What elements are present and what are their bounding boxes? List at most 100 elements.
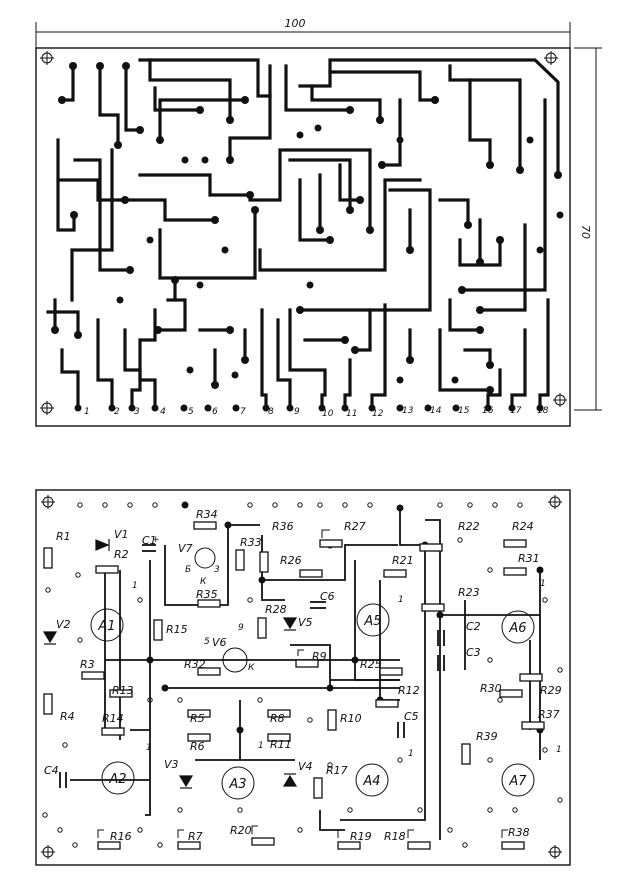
label-v7: V7 <box>178 542 193 555</box>
label-r2: R2 <box>114 548 129 561</box>
label-r38: R38 <box>508 826 530 839</box>
label-r32: R32 <box>184 658 206 671</box>
label-r25: R25 <box>360 658 382 671</box>
ic-a7-body <box>501 763 535 797</box>
ic-a2-body <box>101 761 135 795</box>
label-c2: C2 <box>466 620 481 633</box>
ic-label-a3: A3 <box>228 777 246 792</box>
label-r4: R4 <box>60 710 75 723</box>
label-c4: C4 <box>44 764 59 777</box>
label-r37: R37 <box>538 708 560 721</box>
label-r14: R14 <box>102 712 124 725</box>
label-v3: V3 <box>164 758 179 771</box>
pin-label: 16 <box>482 406 494 416</box>
transistor-labels: V6 V7 <box>178 542 227 649</box>
label-r9: R9 <box>312 650 327 663</box>
trimmer-brackets <box>97 529 508 838</box>
pin-label: 8 <box>268 407 274 417</box>
mark-9: 9 <box>238 623 244 633</box>
resistor-labels: R1 R2 R3 R4 R5 R6 R7 R8 R9 R10 R11 R12 R… <box>56 508 562 843</box>
mounting-hole-tr <box>548 495 562 509</box>
label-r39: R39 <box>476 730 498 743</box>
label-r36: R36 <box>272 520 294 533</box>
label-v5: V5 <box>298 616 313 629</box>
diode-labels: V1 V2 V3 V4 V5 <box>56 528 313 773</box>
label-r16: R16 <box>110 830 132 843</box>
mounting-hole-bl <box>40 401 54 415</box>
width-dimension-label: 100 <box>285 17 306 30</box>
pin-label: 6 <box>212 407 218 417</box>
mounting-hole-br <box>553 393 567 407</box>
pin-label: 3 <box>134 407 140 417</box>
label-r12: R12 <box>398 684 420 697</box>
ic-a1-body <box>90 608 124 642</box>
junction-dots <box>146 501 544 734</box>
label-v6: V6 <box>212 636 227 649</box>
label-c5: C5 <box>404 710 419 723</box>
pin-label: 2 <box>114 407 120 417</box>
label-r35: R35 <box>196 588 218 601</box>
label-r13: R13 <box>112 684 134 697</box>
ic-a4-body <box>355 763 389 797</box>
label-r6: R6 <box>190 740 205 753</box>
mounting-hole-br <box>548 845 562 859</box>
pin-label: 13 <box>402 406 414 416</box>
label-r21: R21 <box>392 554 414 567</box>
label-r27: R27 <box>344 520 366 533</box>
board-outline <box>35 47 571 427</box>
pin-label: 15 <box>458 406 470 416</box>
pin-label: 9 <box>294 407 300 417</box>
mark-1: 1 <box>146 743 152 753</box>
mark-plus: + <box>152 535 160 545</box>
label-r19: R19 <box>350 830 372 843</box>
ic-label-a1: A1 <box>97 619 115 634</box>
ic-a6-body <box>501 610 535 644</box>
ic-label-a4: A4 <box>362 774 380 789</box>
label-c3: C3 <box>466 646 481 659</box>
pin-label: 10 <box>322 409 334 419</box>
mark-1: 1 <box>132 581 138 591</box>
label-r8: R8 <box>270 712 285 725</box>
label-r29: R29 <box>540 684 562 697</box>
pin-label: 1 <box>84 407 90 417</box>
ic-label-a7: A7 <box>508 774 527 789</box>
label-r5: R5 <box>190 712 205 725</box>
pin-label: 7 <box>240 407 246 417</box>
label-r7: R7 <box>188 830 203 843</box>
mark-1: 1 <box>540 579 546 589</box>
capacitor-plates <box>59 544 445 788</box>
mark-5: 5 <box>204 637 210 647</box>
pin-label: 14 <box>430 406 442 416</box>
ic-a5-body <box>356 603 390 637</box>
label-c1: C1 <box>142 534 157 547</box>
mounting-hole-tr <box>544 51 558 65</box>
mark-1: 1 <box>408 749 414 759</box>
transistor-v6-body <box>222 647 248 673</box>
pin-label: 12 <box>372 409 384 419</box>
label-r31: R31 <box>518 552 540 565</box>
mark-1: 1 <box>398 595 404 605</box>
ic-label-a5: A5 <box>363 614 381 629</box>
label-r11: R11 <box>270 738 292 751</box>
mark-1: 1 <box>258 741 264 751</box>
ic-label-a6: A6 <box>508 621 526 636</box>
ic-a3-body <box>221 766 255 800</box>
pin-number-labels: 1 2 3 4 5 6 7 8 9 10 11 12 13 14 15 16 1… <box>84 406 549 419</box>
mounting-hole-tl <box>40 51 54 65</box>
label-r30: R30 <box>480 682 502 695</box>
label-r28: R28 <box>265 603 287 616</box>
label-r17: R17 <box>326 764 348 777</box>
pin-label: 4 <box>160 407 166 417</box>
ic-packages <box>90 603 535 800</box>
mark-b: Б <box>185 565 191 575</box>
pin-label: 18 <box>537 406 549 416</box>
label-r10: R10 <box>340 712 362 725</box>
label-r20: R20 <box>230 824 252 837</box>
height-dimension-label: 70 <box>579 225 592 239</box>
mark-k2: К <box>248 663 255 673</box>
pin-label: 17 <box>510 406 522 416</box>
diode-symbols <box>42 539 298 789</box>
label-r23: R23 <box>458 586 480 599</box>
wiring <box>70 508 541 840</box>
